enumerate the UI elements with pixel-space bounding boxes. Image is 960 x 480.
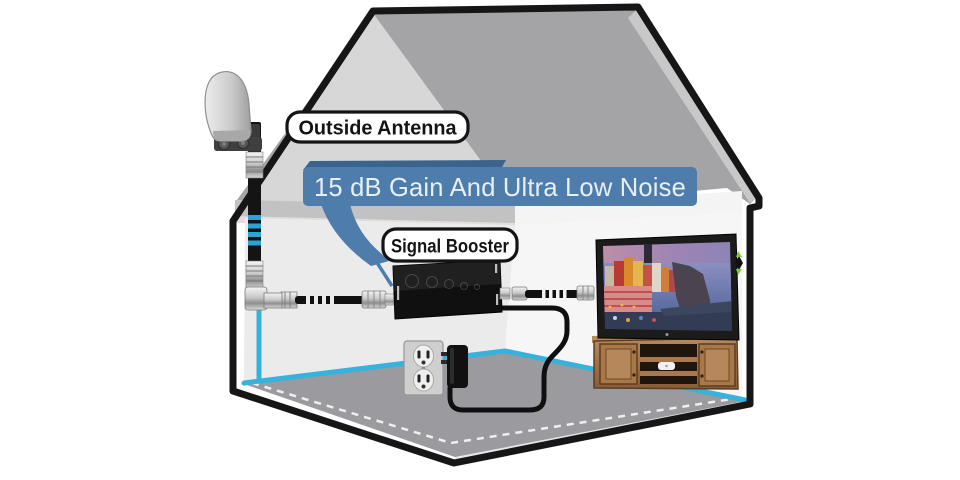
- media-device-dot: [665, 364, 668, 368]
- door-panel: [605, 348, 632, 380]
- adapter-highlight: [450, 348, 454, 384]
- outlet-slot: [426, 374, 430, 383]
- cable-gap: [542, 290, 546, 298]
- tv-stand: [592, 332, 739, 390]
- adapter-prong: [441, 360, 449, 364]
- cable-gap: [314, 296, 318, 304]
- screen-boats: [608, 303, 656, 322]
- mount-bolt-cap: [241, 141, 245, 145]
- door-hinge: [700, 350, 704, 354]
- signal-booster-text: Signal Booster: [391, 236, 509, 258]
- door-hinge: [700, 374, 704, 378]
- booster-port-right: [499, 287, 511, 300]
- mast-cyan-bands: [248, 215, 261, 246]
- signal-booster-box: [392, 259, 503, 320]
- banner-box: [303, 167, 697, 206]
- tv-logo-dot: [665, 333, 669, 336]
- stand-shelf: [640, 371, 697, 376]
- outlet-ground-hole: [421, 360, 426, 365]
- outlet-slot: [417, 350, 421, 359]
- knob-glint-bottom: [736, 269, 742, 275]
- house-outline: [229, 3, 763, 467]
- banner-tail: [321, 204, 389, 266]
- tv-screen: [603, 242, 732, 331]
- television: [595, 233, 740, 341]
- antenna-assembly: [204, 71, 283, 311]
- gain-banner: 15 dB Gain And Ultra Low Noise: [303, 160, 697, 287]
- mount-bolt-cap: [222, 142, 226, 146]
- door-panel: [704, 348, 730, 382]
- outside-antenna-text: Outside Antenna: [299, 117, 458, 140]
- outlet-slot: [417, 374, 421, 383]
- cable-gap: [306, 296, 310, 304]
- door-hinge: [632, 350, 636, 354]
- coax-cable-right: [525, 290, 581, 298]
- cable-gap: [556, 290, 560, 298]
- screen-breakwater: [660, 301, 732, 316]
- cable-gap: [549, 290, 553, 298]
- power-adapter-group: [441, 305, 570, 413]
- wall-knob: [735, 251, 743, 275]
- mast-coil-bottom: [245, 260, 264, 290]
- floor-dashed-line: [251, 381, 739, 445]
- cable-gap: [330, 296, 334, 304]
- booster-knobs: [405, 274, 480, 290]
- knob-glint-top: [736, 251, 742, 257]
- booster-gloss: [393, 260, 501, 291]
- coax-right: [499, 285, 595, 301]
- banner-tail-line: [374, 260, 394, 287]
- coax-left: [280, 290, 395, 309]
- booster-port-left: [384, 293, 395, 306]
- pill-signal-booster: [381, 227, 519, 263]
- screen-harbor: [603, 312, 732, 331]
- booster-edge-mark: [496, 294, 499, 305]
- signal-booster-label: Signal Booster: [381, 227, 519, 263]
- pill-outside-antenna: [285, 110, 470, 144]
- outside-antenna-label: Outside Antenna: [285, 110, 470, 144]
- booster-edge-mark: [495, 264, 498, 273]
- stand-shelf: [640, 357, 697, 362]
- outlet-slot: [426, 350, 430, 359]
- banner-label: 15 dB Gain And Ultra Low Noise: [314, 172, 686, 202]
- mast-coil-top: [245, 151, 264, 179]
- antenna-blade-base: [213, 130, 250, 141]
- booster-edge-mark: [397, 286, 400, 300]
- coax-connector: [576, 285, 595, 301]
- power-cord: [447, 305, 570, 413]
- cable-gap: [563, 290, 567, 298]
- outlet-ground-hole: [421, 384, 426, 389]
- elbow-nut: [263, 292, 283, 309]
- door-hinge: [632, 373, 636, 377]
- cable-gap: [322, 296, 326, 304]
- coax-connector: [511, 286, 528, 301]
- coax-nut: [280, 291, 298, 309]
- knob-body: [735, 256, 743, 270]
- roof-right-edge-band: [628, 9, 757, 203]
- adapter-prong: [441, 352, 449, 356]
- screen-village: [604, 242, 677, 312]
- power-outlet: [403, 340, 444, 396]
